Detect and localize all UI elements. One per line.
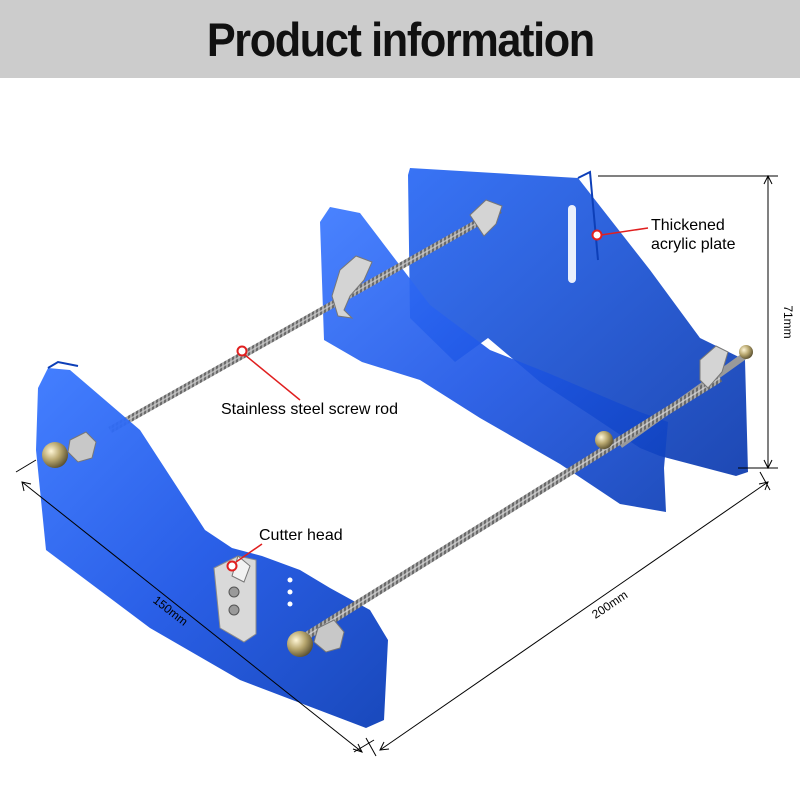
callout-plate: Thickened acrylic plate (591, 217, 736, 253)
callout-plate-line1: Thickened (651, 217, 725, 234)
width-dimension (15, 459, 375, 753)
height-dimension (598, 174, 778, 470)
callout-rod-label: Stainless steel screw rod (221, 401, 398, 418)
wing-nut (331, 255, 373, 319)
callout-plate-line2: acrylic plate (651, 236, 736, 253)
marker-dot (236, 345, 248, 357)
page-title: Product information (206, 12, 595, 66)
height-label: 71mm (781, 305, 795, 338)
adjustment-slot (568, 205, 576, 283)
length-dimension (365, 471, 771, 757)
callout-cutter-label: Cutter head (259, 527, 343, 544)
header-banner: Product information (0, 0, 800, 78)
middle-acrylic-plate (320, 207, 668, 512)
length-label: 200mm (589, 588, 630, 622)
marker-dot (226, 560, 238, 572)
front-screw-rod (297, 374, 723, 644)
hardware-nuts (42, 199, 753, 657)
callout-cutter: Cutter head (226, 527, 343, 572)
marker-dot (591, 229, 603, 241)
cutter-head-bracket (213, 555, 293, 643)
callout-rod: Stainless steel screw rod (221, 345, 398, 418)
